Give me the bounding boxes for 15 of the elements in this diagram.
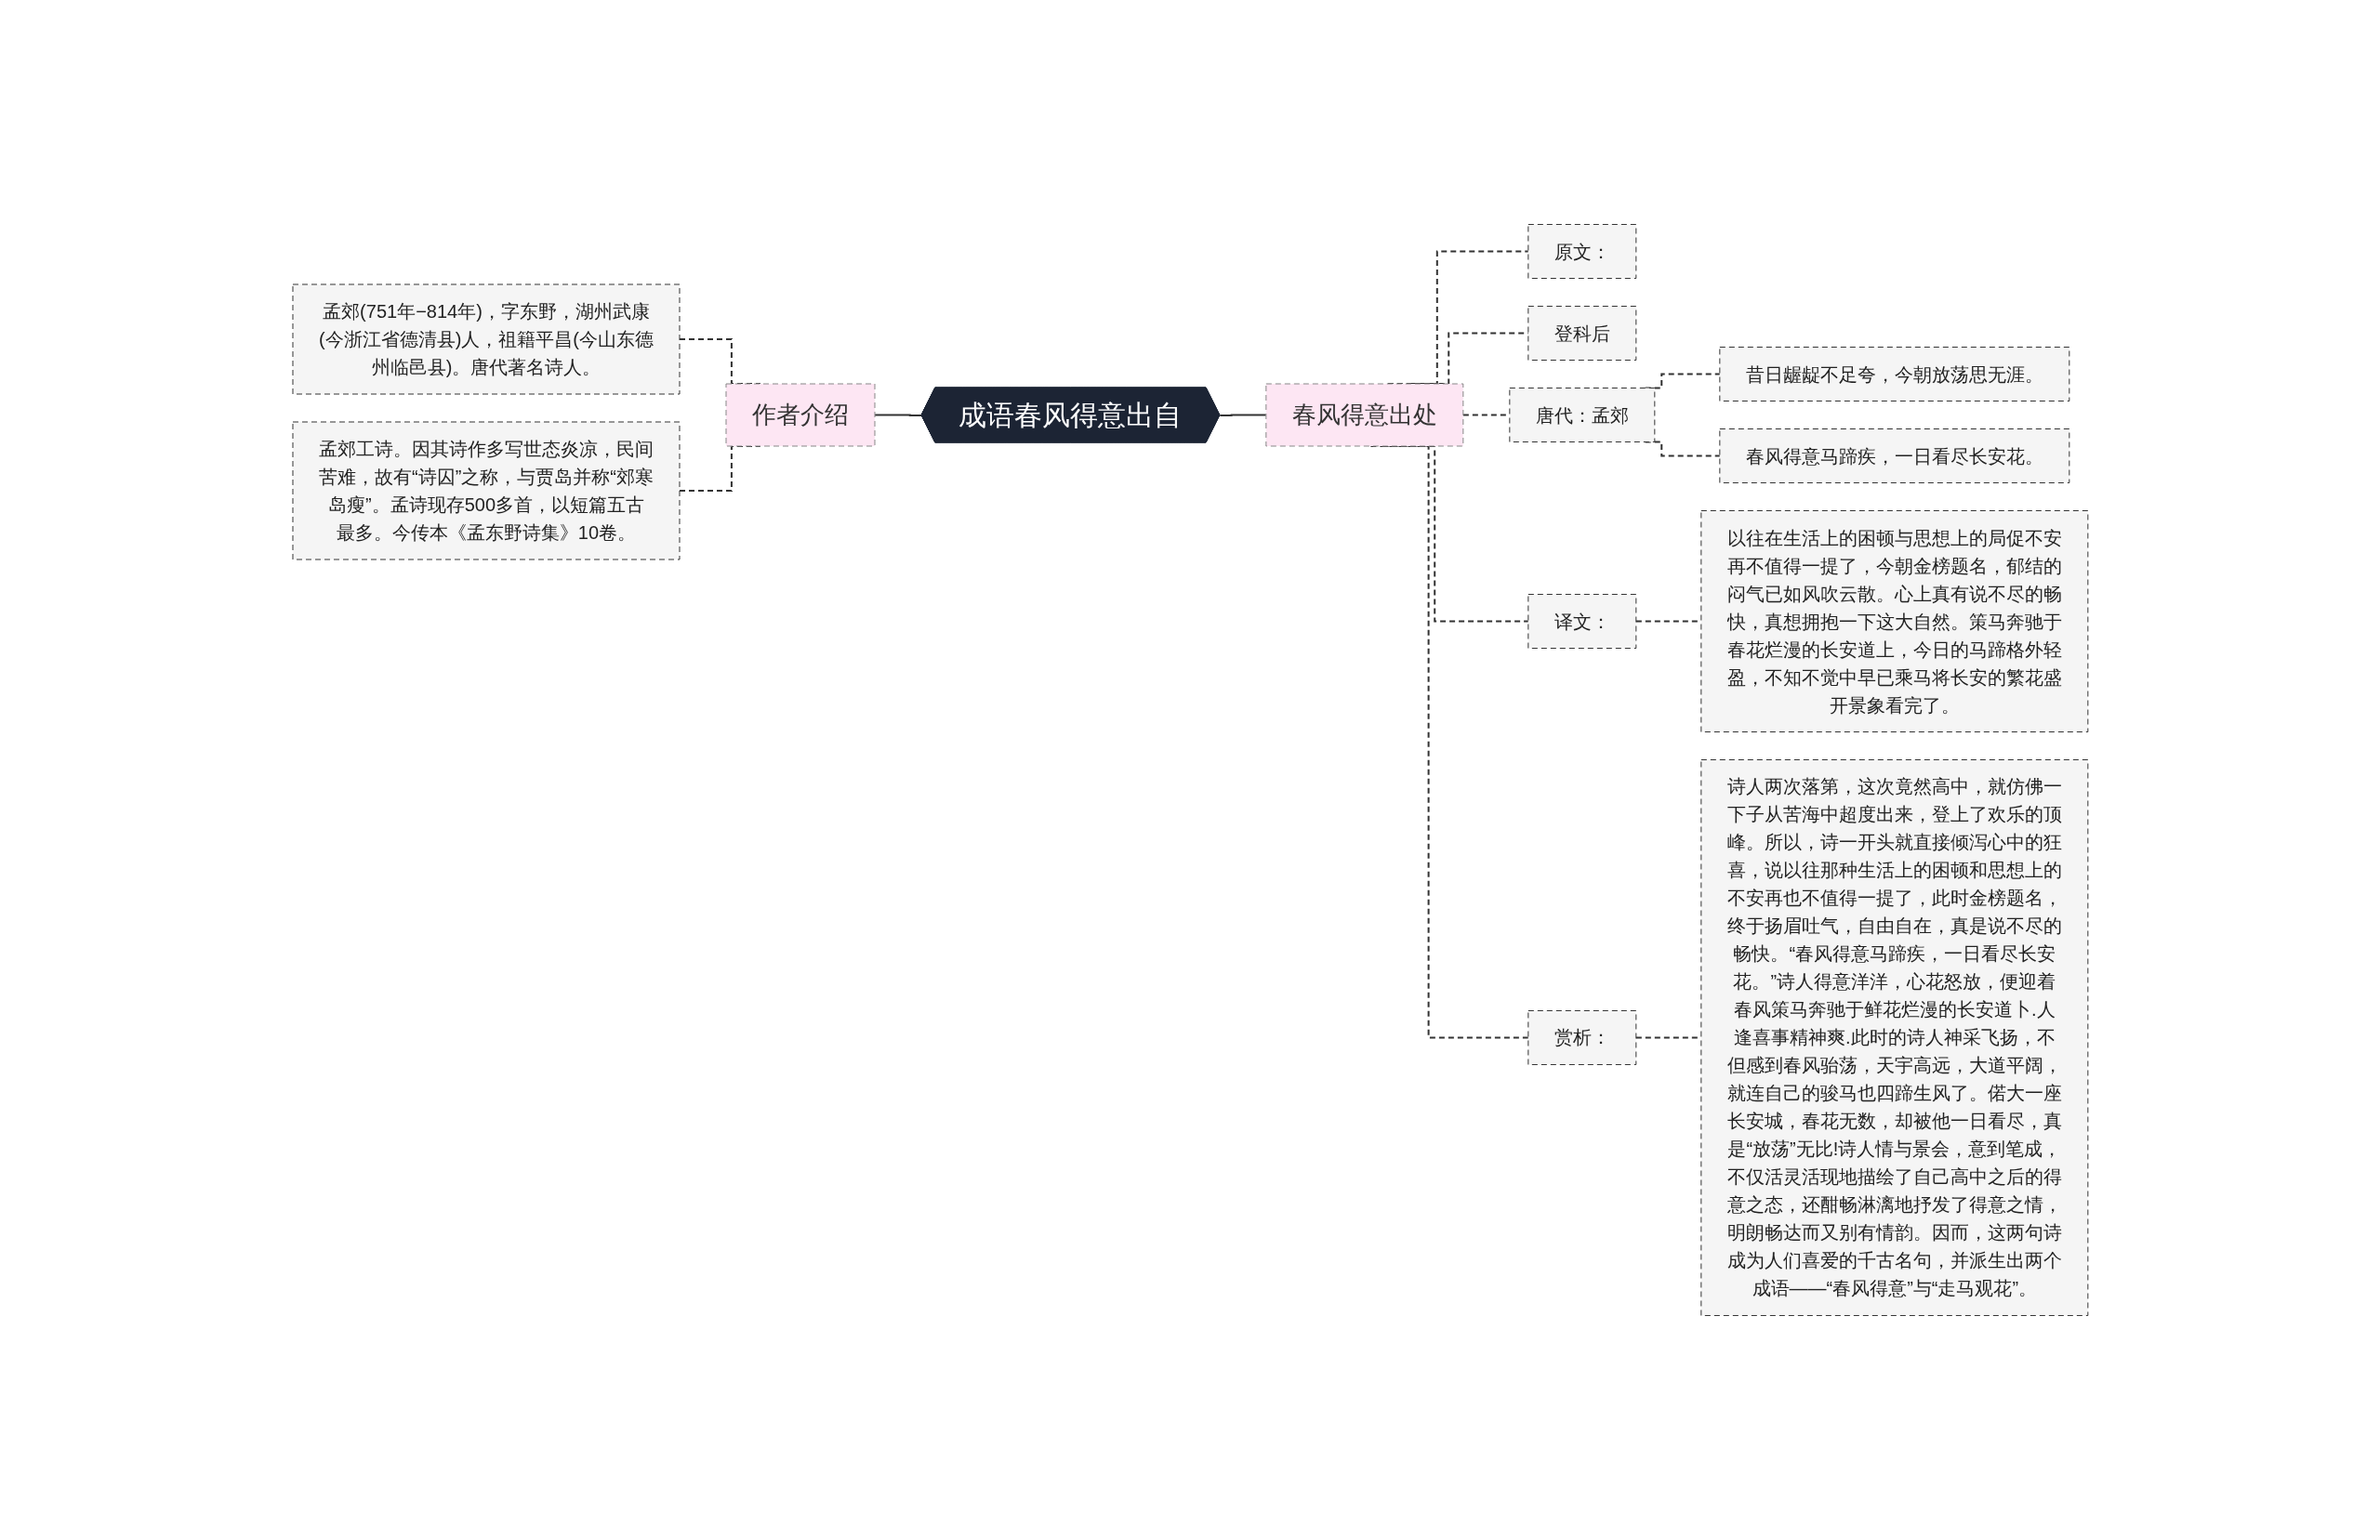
node-box: 原文： [1527, 224, 1636, 279]
node-box: 登科后 [1527, 306, 1636, 361]
node-box: 作者介绍 [725, 383, 876, 447]
node-box: 唐代：孟郊 [1508, 388, 1655, 442]
node-box: 春风得意马蹄疾，一日看尽长安花。 [1718, 428, 2069, 483]
node-box: 赏析： [1527, 1010, 1636, 1065]
node-box: 春风得意出处 [1264, 383, 1463, 447]
connector [873, 414, 923, 416]
node-box: 孟郊(751年−814年)，字东野，湖州武康(今浙江省德清县)人，祖籍平昌(今山东德州临邑县)。唐代著名诗人。 [292, 283, 681, 395]
node-box: 昔日龌龊不足夸，今朝放荡思无涯。 [1718, 347, 2069, 401]
node-box: 诗人两次落第，这次竟然高中，就仿佛一下子从苦海中超度出来，登上了欢乐的顶峰。所以，诗一开头就直接倾泻心中的狂喜，说以往那种生活上的困顿和思想上的不安再也不值得一提了，此时金榜题名，终于扬眉吐气，自由自在，真是说不尽的畅快。“春风得意马蹄疾，一日看尽长安花。”诗人得意洋洋，心花怒放，便迎着春风策马奔驰于鲜花烂漫的长安道卜.人逢喜事精神爽.此时的诗人神采飞扬，不但感到春风骀荡，天宇高远，大道平阔，就连自己的骏马也四蹄生风了。偌大一座长安城，春花无数，却被他一日看尽，真是“放荡”无比!诗人情与景会，意到笔成，不仅活灵活现地描绘了自己高中之后的得意之态，还酣畅淋漓地抒发了得意之情，明朗畅达而又别有情韵。因而，这两句诗成为人们喜爱的千古名句，并派生出两个成语——“春风得意”与“走马观花”。 [1699, 759, 2088, 1316]
connector [1218, 414, 1267, 416]
node-box: 以往在生活上的困顿与思想上的局促不安再不值得一提了，今朝金榜题名，郁结的闷气已如风吹云散。心上真有说不尽的畅快，真想拥抱一下这大自然。策马奔驰于春花烂漫的长安道上，今日的马蹄格外轻盈，不知不觉中早已乘马将长安的繁花盛开景象看完了。 [1699, 510, 2088, 732]
node-box: 译文： [1527, 594, 1636, 649]
node-box: 孟郊工诗。因其诗作多写世态炎凉，民间苦难，故有“诗囚”之称，与贾岛并称“郊寒岛瘦”。孟诗现存500多首，以短篇五古最多。今传本《孟东野诗集》10卷。 [292, 421, 681, 560]
